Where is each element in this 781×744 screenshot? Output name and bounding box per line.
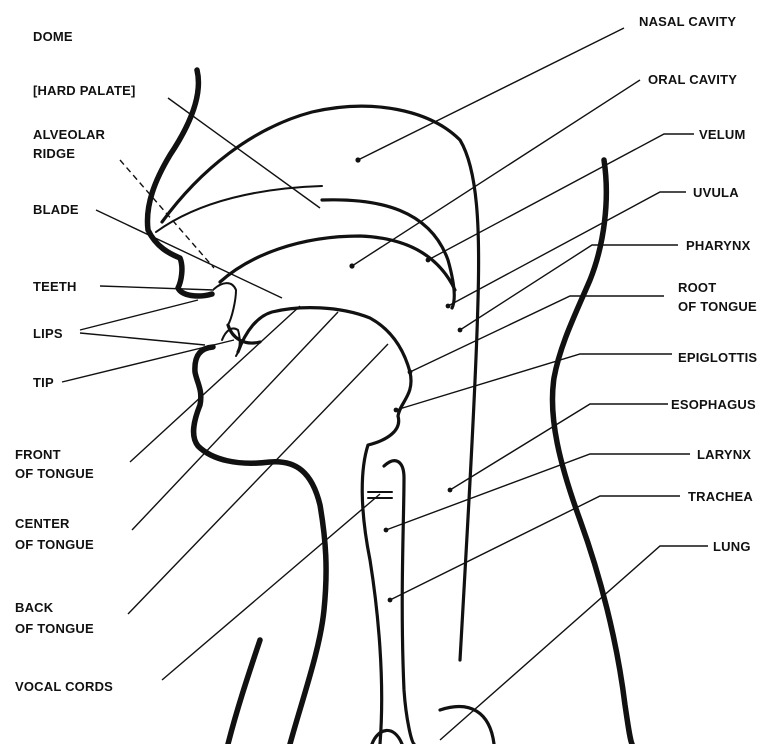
label-lips: LIPS	[33, 326, 63, 341]
upper-teeth	[214, 283, 236, 325]
label-velum: VELUM	[699, 127, 746, 142]
dot-epiglottis	[394, 408, 399, 413]
label-pharynx: PHARYNX	[686, 238, 751, 253]
dot-oral-cavity	[349, 263, 354, 268]
label-dome: DOME	[33, 29, 73, 44]
dot-velum	[426, 258, 431, 263]
label-epiglottis: EPIGLOTTIS	[678, 350, 757, 365]
nasal-cavity-outline	[162, 106, 479, 660]
label-center-of-tongue-line2: OF TONGUE	[15, 537, 94, 552]
label-back-of-tongue-line1: BACK	[15, 600, 54, 615]
vocal-cord-mark	[368, 492, 392, 498]
velum-arc	[322, 200, 454, 308]
leader-vocal-cords	[162, 494, 380, 680]
label-root-of-tongue-line2: OF TONGUE	[678, 299, 757, 314]
label-blade: BLADE	[33, 202, 79, 217]
leader-hard-palate	[168, 98, 320, 208]
label-nasal-cavity: NASAL CAVITY	[639, 14, 736, 29]
leader-lips-upper	[80, 300, 198, 330]
leader-back-of-tongue	[128, 344, 388, 614]
face-profile-lower	[194, 347, 327, 744]
label-front-of-tongue-line2: OF TONGUE	[15, 466, 94, 481]
dot-esophagus	[448, 488, 453, 493]
dot-pharynx	[458, 328, 463, 333]
leader-lung	[440, 546, 708, 740]
dot-nasal-cavity	[355, 157, 360, 162]
label-esophagus: ESOPHAGUS	[671, 397, 756, 412]
leader-nasal-cavity	[358, 28, 624, 160]
label-vocal-cords: VOCAL CORDS	[15, 679, 113, 694]
label-front-of-tongue-line1: FRONT	[15, 447, 61, 462]
leader-velum	[428, 134, 694, 260]
neck-back-profile	[552, 160, 632, 744]
dot-larynx	[384, 528, 389, 533]
label-trachea: TRACHEA	[688, 489, 753, 504]
label-hard-palate: [HARD PALATE]	[33, 83, 136, 98]
leader-pharynx	[460, 245, 678, 330]
leader-center-of-tongue	[132, 312, 338, 530]
label-center-of-tongue-line1: CENTER	[15, 516, 70, 531]
hard-palate-arc	[220, 236, 455, 290]
leader-tip	[62, 340, 234, 382]
leader-front-of-tongue	[130, 306, 300, 462]
dot-trachea	[388, 598, 393, 603]
trachea-bottom	[372, 730, 402, 744]
anatomy-drawing	[147, 70, 632, 744]
leader-epiglottis	[396, 354, 672, 410]
label-oral-cavity: ORAL CAVITY	[648, 72, 737, 87]
label-alveolar-ridge-line1: ALVEOLAR	[33, 127, 106, 142]
lung-outline	[440, 707, 494, 744]
left-labels: DOME [HARD PALATE] ALVEOLAR RIDGE BLADE …	[15, 29, 136, 694]
dot-uvula	[446, 304, 451, 309]
label-larynx: LARYNX	[697, 447, 751, 462]
larynx-tube	[384, 461, 414, 744]
leader-blade	[96, 210, 282, 298]
torso-left-profile	[228, 640, 260, 744]
label-root-of-tongue-line1: ROOT	[678, 280, 716, 295]
label-lung: LUNG	[713, 539, 751, 554]
label-tip: TIP	[33, 375, 54, 390]
palate-dome-arc	[156, 186, 322, 232]
leader-uvula	[448, 192, 686, 306]
leader-larynx	[386, 454, 690, 530]
leader-teeth	[100, 286, 214, 290]
label-uvula: UVULA	[693, 185, 739, 200]
label-alveolar-ridge-line2: RIDGE	[33, 146, 75, 161]
face-profile-upper	[147, 70, 212, 296]
label-teeth: TEETH	[33, 279, 77, 294]
label-back-of-tongue-line2: OF TONGUE	[15, 621, 94, 636]
dot-root-of-tongue	[408, 370, 413, 375]
right-labels: NASAL CAVITY ORAL CAVITY VELUM UVULA PHA…	[639, 14, 757, 554]
leader-lips-lower	[80, 333, 205, 345]
